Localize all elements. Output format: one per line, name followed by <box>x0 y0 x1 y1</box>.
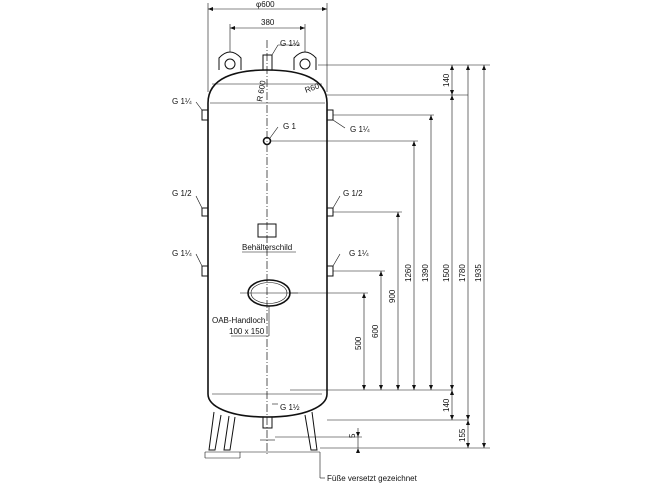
connection-right-mid-label: G 1/2 <box>343 189 363 198</box>
dimension-140-top: 140 <box>442 65 454 95</box>
dim-600-label: 600 <box>371 324 380 338</box>
bottom-connection: G 1½ <box>262 403 300 429</box>
feet: Füße versetzt gezeichnet <box>204 411 418 483</box>
dimension-extension-lines <box>270 64 490 449</box>
connection-left-lower-label: G 1¼ <box>172 249 192 258</box>
bottom-connection-label: G 1½ <box>280 403 300 412</box>
dimension-1390: 1390 <box>421 115 433 390</box>
dimension-1500: 1500 <box>442 95 454 390</box>
lifting-eye-left <box>218 51 242 70</box>
radius-600-label: R 600 <box>255 79 268 102</box>
connection-right-lower: G 1¼ <box>326 249 369 277</box>
dimension-140-bottom: 140 <box>442 390 454 420</box>
connection-right-upper-label: G 1¼ <box>350 125 370 134</box>
dim-1260-label: 1260 <box>404 264 413 282</box>
dim-1390-label: 1390 <box>421 264 430 282</box>
dim-500-label: 500 <box>354 336 363 350</box>
dim-1935-label: 1935 <box>474 264 483 282</box>
connection-right-upper: G 1¼ <box>326 109 370 134</box>
dimension-1935: 1935 <box>474 65 486 448</box>
connection-left-lower: G 1¼ <box>172 249 209 277</box>
handhole-label-2: 100 x 150 <box>229 327 265 336</box>
dimension-diameter: φ600 <box>207 0 328 92</box>
connection-left-upper: G 1¼ <box>172 97 209 121</box>
feet-note: Füße versetzt gezeichnet <box>327 474 418 483</box>
dim-900-label: 900 <box>388 289 397 303</box>
dim-1780-label: 1780 <box>458 264 467 282</box>
dimension-1260: 1260 <box>404 141 416 390</box>
connection-g1-label: G 1 <box>283 122 296 131</box>
nameplate: Behälterschild <box>242 223 296 253</box>
lifting-eye-right <box>293 51 317 70</box>
dimension-155: 155 <box>458 420 470 448</box>
dim-155-label: 155 <box>458 428 467 442</box>
connection-right-lower-label: G 1¼ <box>349 249 369 258</box>
dimension-1780: 1780 <box>458 65 470 420</box>
top-connection-label: G 1½ <box>280 39 300 48</box>
dim-5-label: 5 <box>348 433 357 438</box>
dimension-5: 5 <box>348 428 360 453</box>
dim-140-bottom-label: 140 <box>442 398 451 412</box>
connection-left-mid-label: G 1/2 <box>172 189 192 198</box>
top-connection: G 1½ <box>262 39 300 71</box>
dimension-600: 600 <box>371 271 383 390</box>
nameplate-label: Behälterschild <box>242 243 292 252</box>
handhole: OAB-Handloch 100 x 150 <box>212 279 298 337</box>
dim-1500-label: 1500 <box>442 264 451 282</box>
dimension-500: 500 <box>354 293 366 390</box>
connection-left-upper-label: G 1¼ <box>172 97 192 106</box>
dim-140-top-label: 140 <box>442 73 451 87</box>
dimension-900: 900 <box>388 212 400 390</box>
dimension-380: 380 <box>229 18 306 52</box>
width-380-label: 380 <box>261 18 275 27</box>
diameter-label: φ600 <box>256 0 275 9</box>
connection-left-mid: G 1/2 <box>172 189 209 217</box>
handhole-label-1: OAB-Handloch <box>212 316 265 325</box>
